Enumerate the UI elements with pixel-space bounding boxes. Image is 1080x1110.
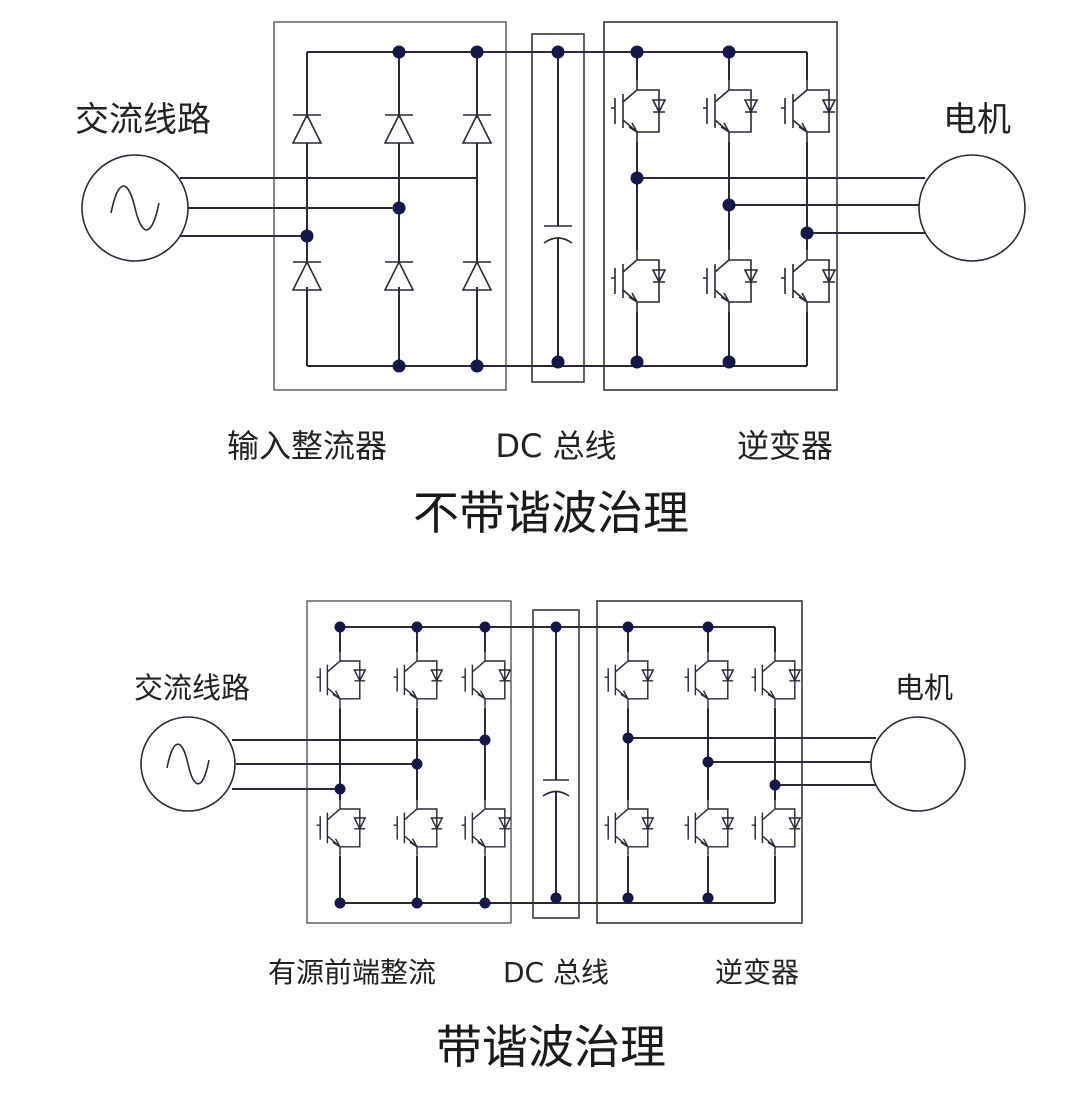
igbt-icon	[461, 800, 512, 856]
capacitor-icon	[543, 225, 573, 244]
diode-icon	[383, 113, 415, 144]
ac-line-label: 交流线路	[134, 671, 250, 705]
diagram-title: 带谐波治理	[436, 1020, 666, 1074]
diagram-without-harmonic-control: 交流线路 电机	[75, 21, 1026, 540]
igbt-icon	[703, 250, 759, 312]
rectifier-label: 输入整流器	[227, 427, 387, 465]
dc-bus-box	[531, 33, 585, 383]
igbt-icon	[611, 80, 667, 142]
igbt-icon	[316, 800, 367, 856]
active-front-end-box	[306, 600, 512, 924]
igbt-icon	[684, 652, 735, 708]
dc-bus-box	[532, 609, 580, 919]
inverter-label: 逆变器	[715, 956, 799, 989]
active-front-end-label: 有源前端整流	[268, 956, 436, 989]
rectifier-box	[273, 21, 507, 391]
capacitor-icon	[542, 779, 570, 797]
igbt-icon	[604, 800, 655, 856]
ac-source-icon	[140, 716, 236, 812]
ac-source-icon	[81, 154, 189, 262]
dc-bus-label: DC 总线	[495, 427, 616, 465]
motor-icon	[870, 716, 966, 812]
igbt-icon	[781, 250, 837, 312]
motor-icon	[918, 154, 1026, 262]
dc-bus-label: DC 总线	[503, 956, 609, 989]
diode-icon	[461, 260, 493, 291]
igbt-icon	[461, 652, 512, 708]
igbt-icon	[393, 652, 444, 708]
junction-dots	[334, 621, 781, 909]
diode-icon	[383, 260, 415, 291]
igbt-icon	[316, 652, 367, 708]
igbt-icon	[751, 652, 802, 708]
diode-icon	[291, 113, 323, 144]
junction-dots	[300, 45, 814, 373]
igbt-icon	[751, 800, 802, 856]
igbt-icon	[393, 800, 444, 856]
diagram-with-harmonic-control: 交流线路 电机	[134, 600, 966, 1074]
igbt-icon	[684, 800, 735, 856]
ac-line-label: 交流线路	[75, 100, 211, 140]
igbt-icon	[611, 250, 667, 312]
igbt-icon	[604, 652, 655, 708]
diode-icon	[461, 113, 493, 144]
inverter-label: 逆变器	[737, 427, 833, 465]
motor-label: 电机	[943, 100, 1011, 140]
igbt-icon	[703, 80, 759, 142]
diode-icon	[291, 260, 323, 291]
motor-label: 电机	[895, 671, 953, 705]
igbt-icon	[781, 80, 837, 142]
diagram-title: 不带谐波治理	[413, 486, 689, 540]
